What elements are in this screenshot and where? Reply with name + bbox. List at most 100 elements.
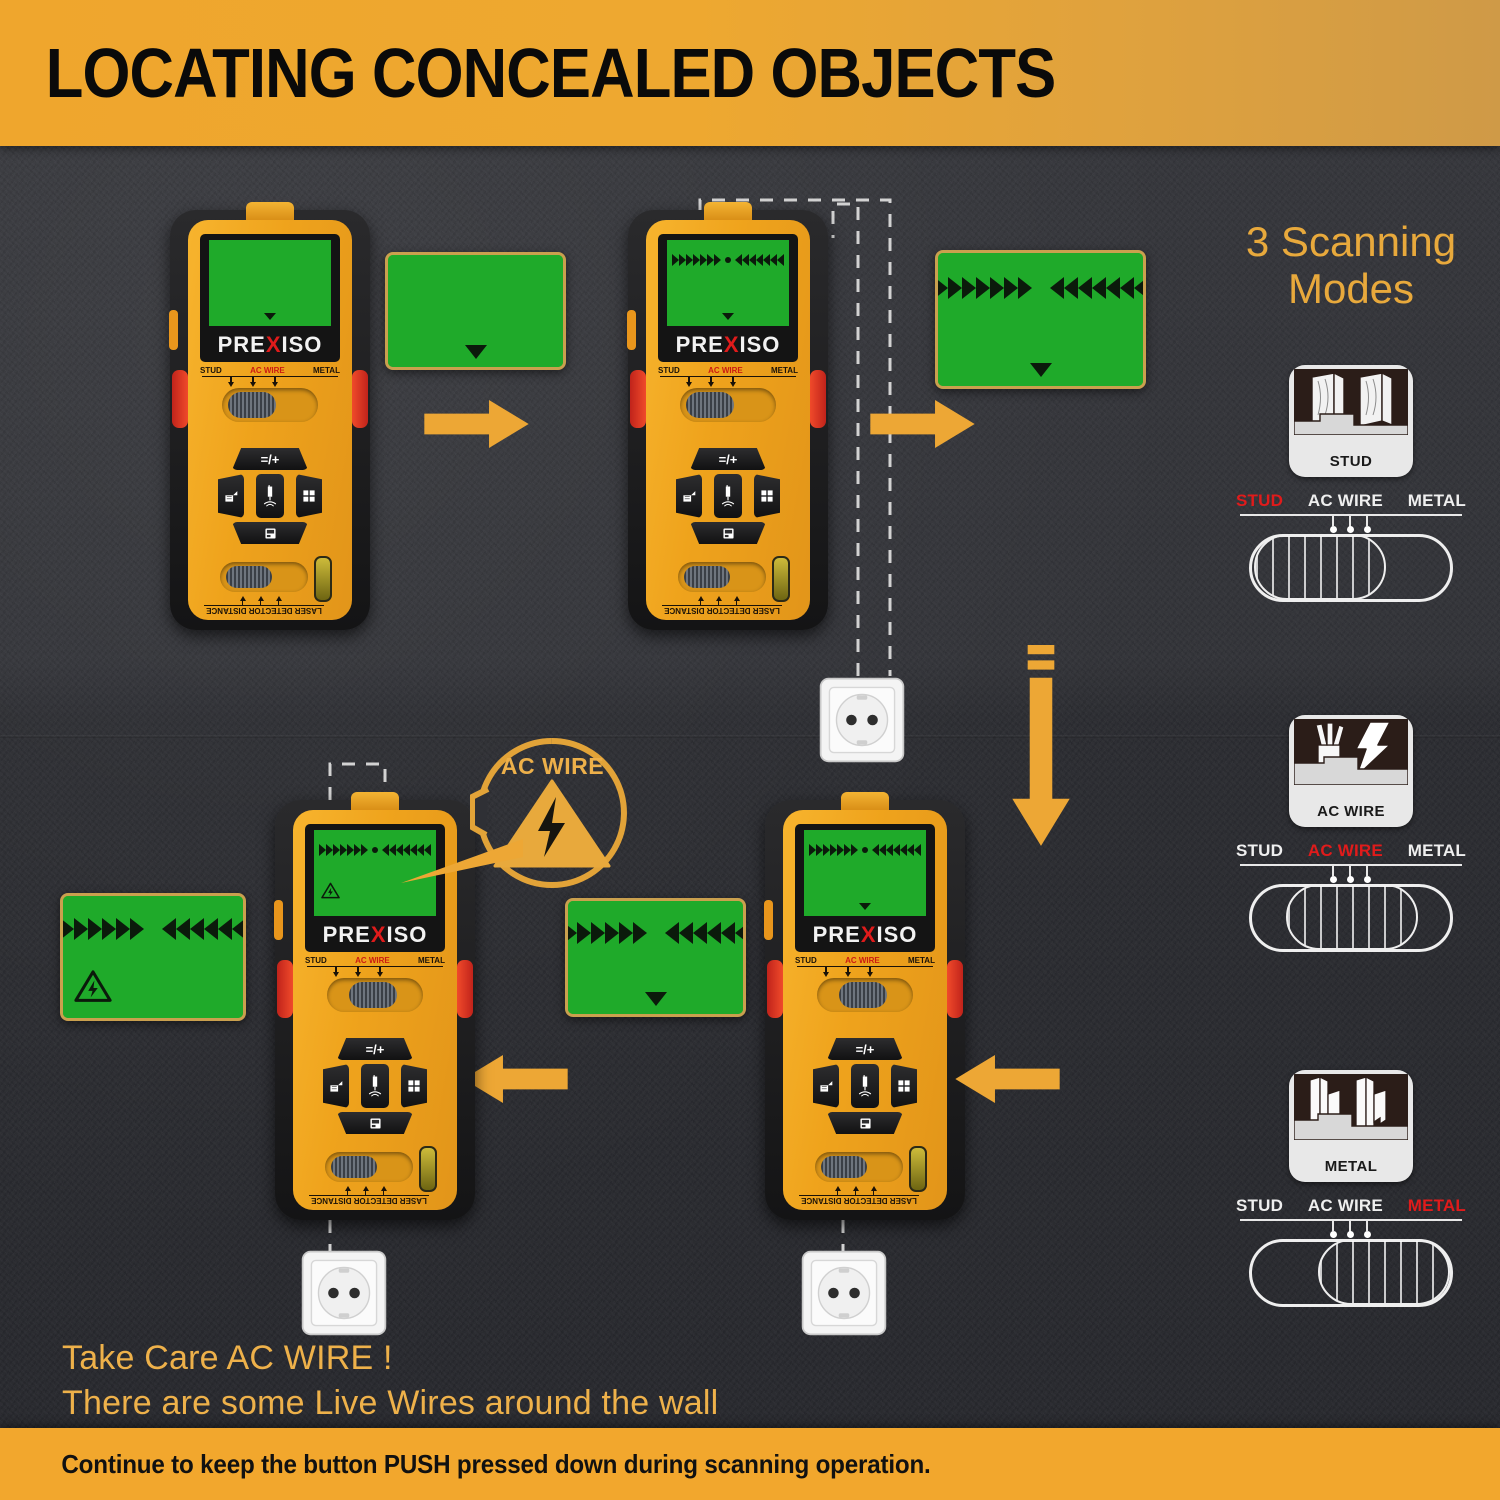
lcd-chevron-row	[63, 913, 243, 946]
device-laser-slider-knob[interactable]	[684, 566, 730, 588]
footer-note: Continue to keep the button PUSH pressed…	[61, 1448, 931, 1479]
device-button-bottom[interactable]	[337, 1112, 413, 1134]
device-laser-slider-knob[interactable]	[331, 1156, 377, 1178]
device-button-plus[interactable]: =/+	[690, 448, 766, 470]
lcd-chevron-row	[314, 842, 436, 858]
device-button-center[interactable]	[256, 474, 284, 518]
lcd-chevron-left	[403, 844, 410, 857]
panel-4	[565, 898, 746, 1017]
lcd-chevron-left	[204, 918, 218, 941]
device-button-center[interactable]	[361, 1064, 389, 1108]
device-mode-tick	[847, 967, 849, 973]
device-button-plus[interactable]: =/+	[337, 1038, 413, 1060]
mode-switch-track[interactable]	[1249, 1239, 1453, 1307]
lcd-chevron-left	[218, 918, 232, 941]
mode-slider-label: METAL	[1407, 841, 1466, 860]
measure-icon	[683, 491, 696, 502]
device-brand: PREXISO	[200, 332, 340, 358]
measure-icon	[225, 491, 238, 502]
device-laser-tick-stem	[242, 601, 243, 606]
device-button-bottom[interactable]	[690, 522, 766, 544]
device-button-left[interactable]	[676, 474, 702, 518]
device-button-right[interactable]	[891, 1064, 917, 1108]
scanning-modes-title: 3 Scanning Modes	[1208, 218, 1494, 312]
device-mode-tick-arrow	[333, 972, 339, 977]
lcd-chevron-left	[1091, 277, 1106, 300]
lcd-chevron-right	[116, 918, 130, 941]
lcd-chevron-right	[714, 254, 721, 267]
mode-slider-bar	[1240, 1219, 1462, 1221]
lcd-chevron-left	[678, 922, 693, 945]
mode-switch-track[interactable]	[1249, 884, 1453, 952]
device-mode-slider-knob[interactable]	[686, 392, 734, 418]
device-top-nub	[246, 202, 294, 220]
device-brand-pre: PRE	[812, 922, 861, 947]
device-mode-slider-knob[interactable]	[228, 392, 276, 418]
mode-slider-connectors	[1241, 514, 1461, 527]
lcd-chevron-left	[410, 844, 417, 857]
device-mode-tick-arrow	[708, 382, 714, 387]
laser-detector-icon	[858, 1075, 872, 1097]
mode-slider-label: METAL	[1407, 491, 1466, 510]
page-title: LOCATING CONCEALED OBJECTS	[45, 33, 1056, 112]
laser-detector-icon	[263, 485, 277, 507]
mode-slider-label: METAL	[1407, 1196, 1466, 1215]
lcd-chevron-left	[382, 844, 389, 857]
panel-2	[935, 250, 1146, 389]
device-mode-slider-knob[interactable]	[839, 982, 887, 1008]
device-button-plus[interactable]: =/+	[827, 1038, 903, 1060]
grid-icon	[761, 490, 773, 502]
lcd-center-dot	[372, 847, 378, 854]
device-button-left[interactable]	[323, 1064, 349, 1108]
mode-slider-tick-dot	[1346, 526, 1354, 533]
device-button-bottom[interactable]	[827, 1112, 903, 1134]
caution-line-1: Take Care AC WIRE !	[62, 1339, 393, 1377]
device-mode-tick-arrow	[845, 972, 851, 977]
device-button-plus[interactable]: =/+	[232, 448, 308, 470]
device-button-center[interactable]	[851, 1064, 879, 1108]
device-mode-tick	[710, 377, 712, 383]
device-lcd	[314, 830, 436, 916]
device-laser-slider-knob[interactable]	[226, 566, 272, 588]
mode-slider-tick-dot	[1346, 876, 1354, 883]
device-laser-slider-knob[interactable]	[821, 1156, 867, 1178]
lcd-chevron-right	[604, 922, 619, 945]
device-button-bottom[interactable]	[232, 522, 308, 544]
mode-slider-label: AC WIRE	[1307, 1196, 1383, 1215]
device-mode-slider-knob[interactable]	[349, 982, 397, 1008]
lcd-chevron-right	[1003, 277, 1018, 300]
display-icon	[722, 527, 734, 539]
lcd-chevron-right	[938, 277, 948, 300]
device-button-right[interactable]	[401, 1064, 427, 1108]
mode-slider-tick-dot	[1363, 526, 1371, 533]
device-brand-x: X	[370, 922, 387, 947]
lcd-chevron-left	[742, 254, 749, 267]
lcd-chevron-right	[809, 844, 816, 857]
mode-switch-track[interactable]	[1249, 534, 1453, 602]
mode-icon-ac-wire: AC WIRE	[1289, 715, 1413, 827]
device-button-right[interactable]	[296, 474, 322, 518]
lcd-chevron-left	[749, 254, 756, 267]
mode-switch-knob[interactable]	[1318, 1239, 1450, 1305]
lcd-chevron-left	[893, 844, 900, 857]
grid-icon	[408, 1080, 420, 1092]
device-button-left[interactable]	[813, 1064, 839, 1108]
lcd-chevron-left	[389, 844, 396, 857]
scanning-modes-title-line1: 3 Scanning	[1245, 218, 1457, 265]
mode-switch-knob[interactable]	[1254, 534, 1386, 600]
device-button-plus-label: =/+	[855, 1041, 875, 1057]
device-button-center[interactable]	[714, 474, 742, 518]
device-mode-label: METAL	[908, 956, 935, 965]
device-button-right[interactable]	[754, 474, 780, 518]
device-brand: PREXISO	[305, 922, 445, 948]
lcd-chevron-right	[837, 844, 844, 857]
lcd-chevron-right	[830, 844, 837, 857]
mode-switch-knob[interactable]	[1286, 884, 1418, 950]
device-button-left[interactable]	[218, 474, 244, 518]
mode-slider-label: AC WIRE	[1307, 491, 1383, 510]
device-lcd	[209, 240, 331, 326]
